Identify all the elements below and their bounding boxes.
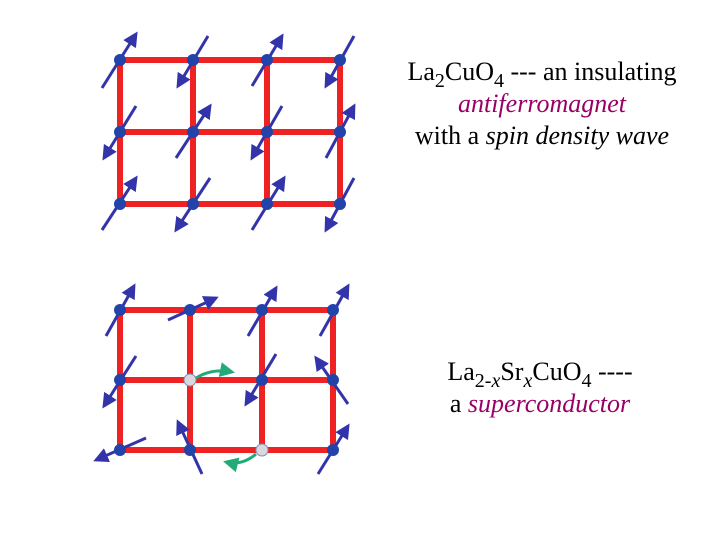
cu-site — [114, 126, 126, 138]
cu-site — [184, 304, 196, 316]
cu-site — [334, 198, 346, 210]
caption-top-line-2: antiferromagnet — [457, 89, 627, 118]
hole-site — [255, 443, 269, 457]
formula-text: Sr — [500, 357, 524, 386]
cu-site — [327, 444, 339, 456]
cu-site — [187, 54, 199, 66]
cu-site — [334, 54, 346, 66]
cu-site — [261, 198, 273, 210]
top-lattice-sites — [114, 54, 346, 210]
cu-site — [334, 126, 346, 138]
hole-hop-arrows — [195, 362, 257, 473]
formula-subscript: x — [523, 370, 532, 392]
hole-site — [183, 373, 197, 387]
formula-subscript: 4 — [493, 70, 504, 92]
bottom-lattice-bonds — [117, 307, 336, 453]
top-lattice — [100, 31, 356, 233]
formula-text: O — [475, 57, 494, 86]
cu-site — [261, 54, 273, 66]
cu-site — [114, 374, 126, 386]
formula-text: Cu — [532, 357, 563, 386]
cu-site — [114, 54, 126, 66]
formula-subscript: 2 — [434, 70, 445, 92]
caption-text: with a — [414, 121, 486, 150]
cu-site — [114, 304, 126, 316]
formula-subscript: 2-x — [475, 370, 501, 392]
cu-site — [256, 374, 268, 386]
formula-text: O — [562, 357, 582, 386]
caption-top-line-3: with a spin density wave — [372, 120, 712, 152]
cu-site — [114, 198, 126, 210]
caption-highlight: superconductor — [467, 389, 631, 418]
caption-bottom-line-2: a superconductor — [400, 388, 680, 420]
bottom-lattice — [93, 283, 350, 475]
caption-text: ---- — [591, 357, 633, 386]
caption-text: a — [449, 389, 468, 418]
bottom-lattice-sites — [114, 304, 339, 457]
formula-subscript: 4 — [581, 370, 592, 392]
caption-top-line-1: La2CuO4 --- an insulating — [372, 56, 712, 91]
cu-site — [187, 198, 199, 210]
cu-site — [256, 304, 268, 316]
caption-emphasis: spin density wave — [485, 121, 670, 150]
cu-site — [327, 374, 339, 386]
cu-site — [187, 126, 199, 138]
caption-bottom-line-1: La2-xSrxCuO4 ---- — [400, 356, 680, 391]
formula-subscript-text: 2- — [474, 370, 492, 392]
top-lattice-bonds — [117, 57, 343, 207]
caption-antiferromagnet: La2CuO4 --- an insulating antiferromagne… — [372, 56, 712, 152]
caption-superconductor: La2-xSrxCuO4 ---- a superconductor — [400, 356, 680, 420]
caption-text: --- an insulating — [503, 57, 677, 86]
cu-site — [184, 444, 196, 456]
cu-site — [261, 126, 273, 138]
formula-subscript-var: x — [523, 370, 533, 392]
formula-text: La — [407, 57, 435, 86]
formula-text: La — [447, 357, 475, 386]
hop-arrow-right — [195, 362, 235, 380]
formula-text: Cu — [444, 57, 476, 86]
cu-site — [114, 444, 126, 456]
hop-arrow-left — [223, 452, 257, 473]
cu-site — [327, 304, 339, 316]
formula-subscript-var: x — [491, 370, 501, 392]
